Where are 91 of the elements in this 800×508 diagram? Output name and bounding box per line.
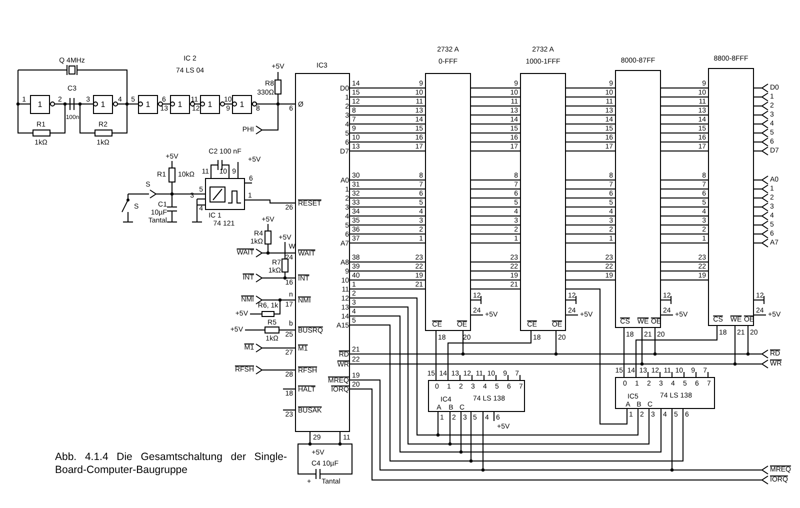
wire: [660, 242, 708, 244]
wire: [350, 288, 426, 290]
wire: [660, 114, 708, 116]
wire: [470, 206, 520, 208]
wire: [754, 92, 768, 102]
wire: [470, 270, 520, 272]
caption: Abb. 4.1.4 Die Gesamtschaltung der Single-Board-Computer-Baugruppe: [55, 451, 287, 478]
inverter-gate: 1: [30, 95, 50, 114]
wire: [350, 188, 426, 190]
wire: [754, 212, 768, 220]
memory-chip: [520, 73, 566, 331]
wire: [566, 242, 616, 244]
wire: [660, 150, 708, 152]
monoflop-chip: [205, 178, 245, 210]
memory-chip: [615, 70, 661, 328]
wire: [566, 188, 616, 190]
wire: [350, 380, 768, 474]
wire: [256, 366, 296, 374]
wire: [754, 120, 768, 128]
wire: [470, 224, 520, 226]
wire: [566, 288, 628, 424]
wire: [470, 96, 520, 98]
wire: [448, 330, 532, 380]
wire: [112, 102, 143, 106]
wire: [190, 102, 205, 106]
processor-chip: [295, 73, 350, 432]
inverter-gate: 1: [138, 95, 158, 114]
wire: [566, 206, 616, 208]
wire: [256, 296, 296, 304]
wire: [252, 102, 278, 134]
wire: [256, 274, 296, 282]
inverter-gate: 1: [232, 95, 252, 114]
inverter-gate: 1: [200, 95, 220, 114]
wire: [256, 248, 296, 258]
decoder-chip: [428, 380, 525, 412]
wire: [754, 176, 768, 184]
wire: [754, 184, 768, 194]
wire: [350, 114, 426, 116]
wire: [350, 224, 426, 226]
wire: [350, 350, 768, 358]
wire: [754, 202, 768, 212]
wire: [470, 150, 520, 152]
wire: [350, 150, 426, 152]
wire: [754, 84, 768, 92]
wire: [350, 324, 684, 462]
wire: [470, 242, 520, 244]
wire: [150, 190, 206, 198]
wire: [660, 270, 708, 272]
wire: [350, 298, 638, 436]
wire: [50, 102, 98, 106]
wire: [350, 206, 426, 208]
wire: [470, 288, 520, 290]
wire: [470, 132, 520, 134]
wire: [566, 150, 616, 152]
wire: [660, 188, 708, 190]
wire: [754, 138, 768, 146]
wire: [256, 344, 296, 352]
wire: [754, 230, 768, 238]
wire: [158, 102, 175, 106]
wire: [244, 200, 296, 204]
wire: [470, 188, 520, 190]
wire: [754, 110, 768, 120]
wire: [754, 102, 768, 110]
wire: [754, 128, 768, 138]
wire: [636, 326, 718, 378]
wire: [754, 238, 768, 248]
wire: [220, 102, 237, 106]
wire: [350, 360, 768, 368]
wire: [350, 242, 426, 244]
wire: [350, 132, 426, 134]
inverter-gate: 1: [170, 95, 190, 114]
wire: [566, 114, 616, 116]
wire: [754, 146, 768, 156]
memory-chip: [425, 73, 471, 331]
wire: [660, 96, 708, 98]
wire: [566, 96, 616, 98]
wire: [566, 132, 616, 134]
wire: [660, 224, 708, 226]
wire: [566, 224, 616, 226]
wire: [350, 270, 426, 272]
inverter-gate: 1: [93, 95, 113, 114]
wire: [350, 388, 768, 484]
wire: [754, 194, 768, 202]
wire: [566, 270, 616, 272]
wire: [470, 114, 520, 116]
wire: [660, 132, 708, 134]
wire: [754, 220, 768, 230]
memory-chip: [708, 68, 754, 326]
wire: [350, 96, 426, 98]
decoder-chip: [615, 377, 715, 409]
wire: [660, 206, 708, 208]
